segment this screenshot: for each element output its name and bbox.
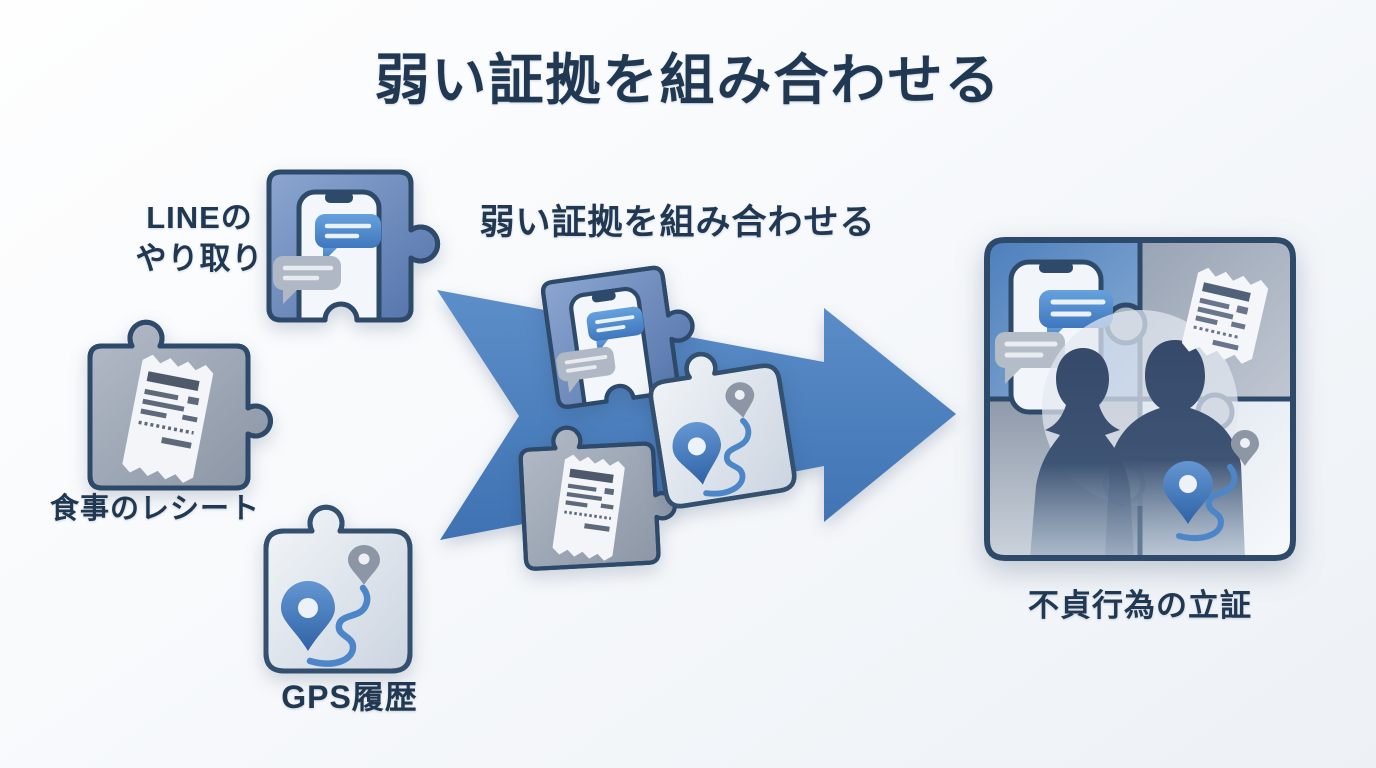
composite-phone-icon xyxy=(995,259,1113,415)
slide-title: 弱い証拠を組み合わせる xyxy=(374,49,1002,111)
receipt-label: 食事のレシート xyxy=(49,493,260,525)
receipt-puzzle-icon xyxy=(86,316,276,492)
composite-gps-icon xyxy=(1163,430,1259,542)
gps-label: GPS履歴 xyxy=(281,679,418,715)
line-chat-puzzle-icon xyxy=(253,168,443,326)
gps-puzzle-icon xyxy=(260,505,420,675)
result-label: 不貞行為の立証 xyxy=(1028,588,1252,623)
line-label: LINEの やり取り xyxy=(135,200,264,276)
composite-receipt-icon xyxy=(1181,267,1269,364)
combine-caption: 弱い証拠を組み合わせる xyxy=(479,203,876,242)
combined-evidence-puzzle-icon xyxy=(984,237,1296,561)
mini-gps-puzzle-icon xyxy=(652,348,822,528)
